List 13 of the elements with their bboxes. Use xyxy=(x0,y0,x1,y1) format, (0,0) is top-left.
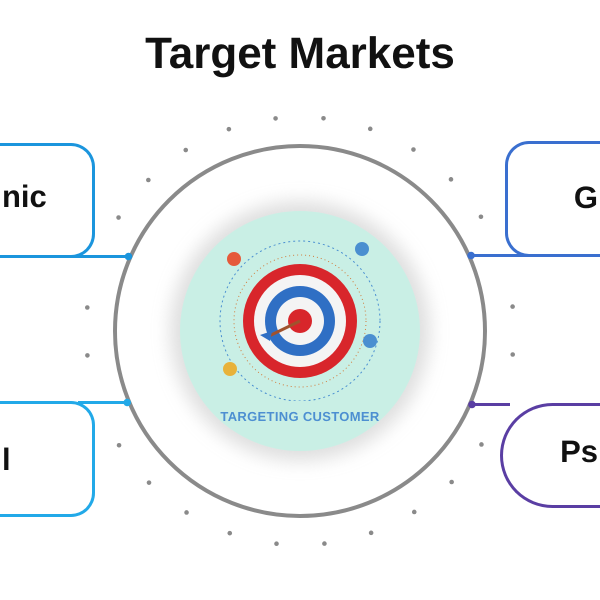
category-box xyxy=(500,403,600,508)
connector-line xyxy=(468,400,510,408)
category-label: Ps xyxy=(560,436,598,467)
category-label: nic xyxy=(2,181,47,212)
category-label: l xyxy=(2,444,11,475)
category-box xyxy=(505,141,600,257)
title: Target Markets xyxy=(145,28,455,80)
category-label: G xyxy=(574,182,598,213)
connector-line xyxy=(78,398,131,406)
picture-caption: TARGETING CUSTOMER xyxy=(220,408,380,426)
connector-line xyxy=(70,252,132,260)
category-box xyxy=(0,143,95,258)
category-box xyxy=(0,401,95,517)
